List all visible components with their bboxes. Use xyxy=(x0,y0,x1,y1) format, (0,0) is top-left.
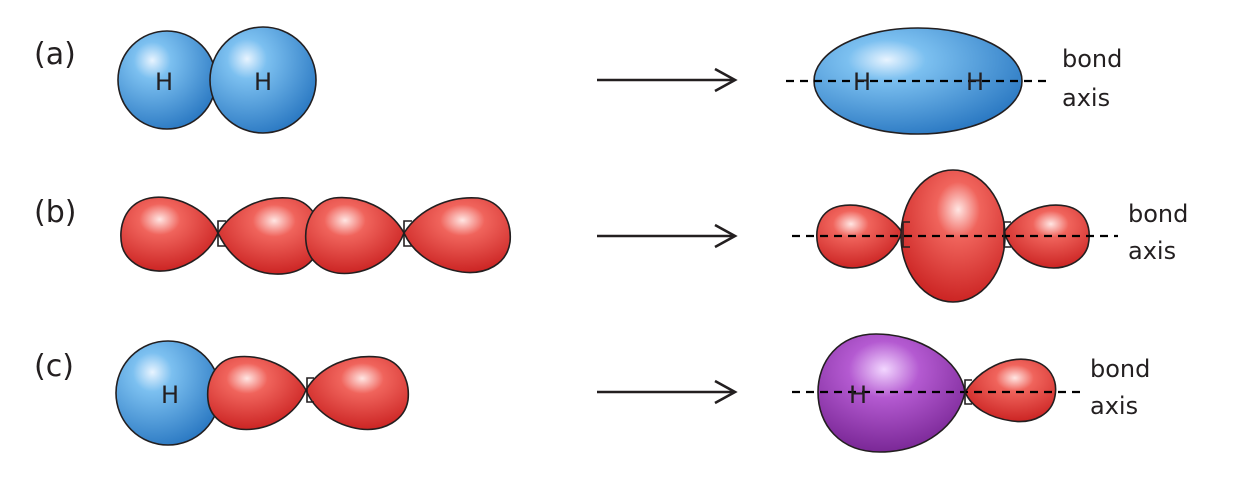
nucleus-marker xyxy=(217,220,226,247)
row-b-sigma-bond: bond axis xyxy=(792,169,1188,303)
p-orbital-lobe xyxy=(304,196,405,275)
p-orbital-lobe xyxy=(120,196,219,272)
reaction-arrow-b xyxy=(597,223,738,249)
bond-axis-label-line2: axis xyxy=(1128,237,1176,265)
atom-label-h: H xyxy=(254,68,272,96)
atom-label-h: H xyxy=(966,68,984,96)
p-orbital-lobe xyxy=(403,197,512,274)
row-c-sigma-bond: H bond axis xyxy=(792,333,1150,453)
bond-axis-label-line2: axis xyxy=(1062,84,1110,112)
bond-axis-label-line1: bond xyxy=(1090,355,1150,383)
row-a-separate-s-orbitals: H H xyxy=(117,26,317,134)
p-orbital-lobe xyxy=(305,355,410,431)
minor-lobe-right xyxy=(964,358,1057,423)
atom-label-h: H xyxy=(155,68,173,96)
row-c-separate-orbitals: H xyxy=(115,340,410,446)
p-orbital-lobe xyxy=(206,355,307,431)
row-label-a: (a) xyxy=(34,37,76,72)
bond-axis-label-line1: bond xyxy=(1062,45,1122,73)
minor-lobe-left xyxy=(816,204,903,269)
reaction-arrow-c xyxy=(597,379,738,405)
row-a-sigma-bond: H H bond axis xyxy=(786,27,1122,135)
reaction-arrow-a xyxy=(597,67,738,93)
nucleus-marker xyxy=(902,221,910,248)
atom-label-h: H xyxy=(853,68,871,96)
bond-axis-label-line2: axis xyxy=(1090,392,1138,420)
bond-axis-label-line1: bond xyxy=(1128,200,1188,228)
nucleus-marker xyxy=(964,379,972,405)
row-b-separate-p-orbitals xyxy=(120,196,512,275)
s-orbital-right xyxy=(209,26,317,134)
atom-label-h: H xyxy=(161,381,179,409)
atom-label-h: H xyxy=(849,381,867,409)
nucleus-marker xyxy=(306,377,314,403)
row-label-b: (b) xyxy=(34,195,76,230)
nucleus-marker xyxy=(403,220,412,247)
row-label-c: (c) xyxy=(34,349,74,384)
nucleus-marker xyxy=(1003,221,1011,248)
